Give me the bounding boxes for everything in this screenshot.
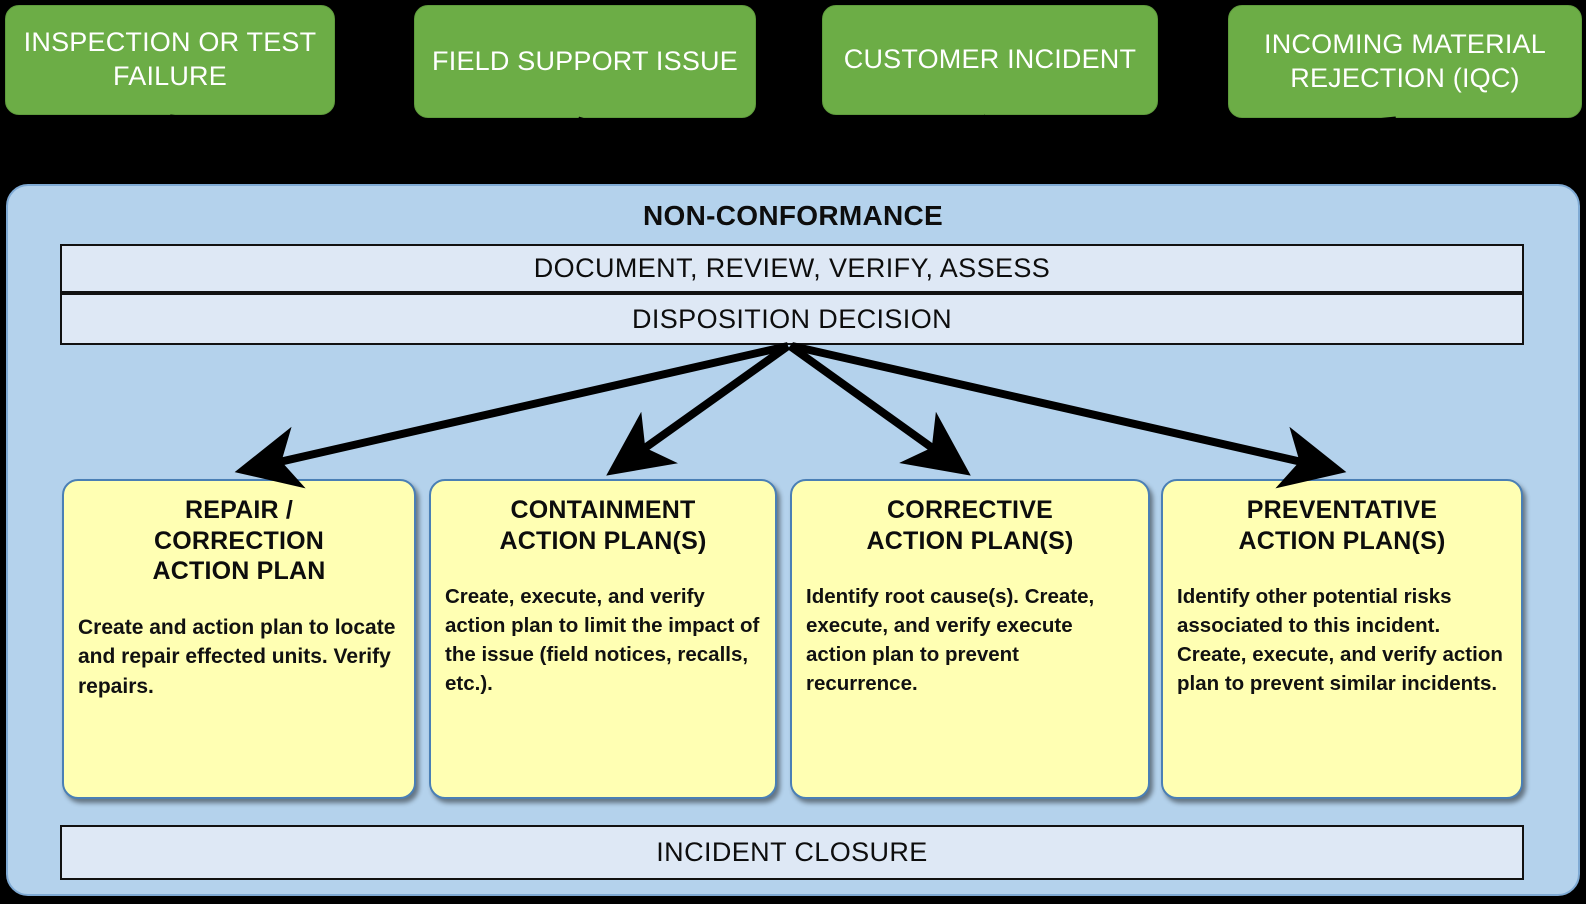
source-box-incoming-material-rejection[interactable]: INCOMING MATERIAL REJECTION (IQC)	[1228, 5, 1582, 118]
action-plan-card-repair-correction[interactable]: REPAIR / CORRECTION ACTION PLAN Create a…	[62, 479, 416, 799]
source-box-label: INSPECTION OR TEST FAILURE	[23, 27, 317, 91]
action-plan-body: Create and action plan to locate and rep…	[78, 615, 396, 699]
stage-bar-label: DOCUMENT, REVIEW, VERIFY, ASSESS	[533, 253, 1051, 283]
source-box-customer-incident[interactable]: CUSTOMER INCIDENT	[822, 5, 1158, 115]
source-box-label: INCOMING MATERIAL REJECTION (IQC)	[1264, 28, 1546, 93]
action-plan-body: Create, execute, and verify action plan …	[445, 585, 760, 696]
non-conformance-container: NON-CONFORMANCE DOCUMENT, REVIEW, VERIFY…	[6, 184, 1580, 896]
action-plan-body: Identify other potential risks associate…	[1177, 585, 1503, 696]
action-plan-title: PREVENTATIVE ACTION PLAN(S)	[1238, 496, 1446, 555]
source-box-field-support-issue[interactable]: FIELD SUPPORT ISSUE	[414, 5, 756, 118]
action-plan-title: CORRECTIVE ACTION PLAN(S)	[866, 496, 1074, 555]
action-plan-title: CONTAINMENT ACTION PLAN(S)	[499, 496, 707, 555]
stage-bar-label: DISPOSITION DECISION	[631, 303, 953, 334]
action-plan-card-preventative[interactable]: PREVENTATIVE ACTION PLAN(S) Identify oth…	[1161, 479, 1523, 799]
stage-bar-label: INCIDENT CLOSURE	[656, 837, 928, 867]
source-box-label: FIELD SUPPORT ISSUE	[432, 45, 738, 76]
stage-bar-document-review[interactable]: DOCUMENT, REVIEW, VERIFY, ASSESS	[60, 244, 1524, 293]
action-plan-card-containment[interactable]: CONTAINMENT ACTION PLAN(S) Create, execu…	[429, 479, 777, 799]
page-title: NON-CONFORMANCE	[642, 200, 944, 231]
action-plan-body: Identify root cause(s). Create, execute,…	[806, 585, 1095, 696]
stage-bar-incident-closure[interactable]: INCIDENT CLOSURE	[60, 825, 1524, 880]
action-plan-card-corrective[interactable]: CORRECTIVE ACTION PLAN(S) Identify root …	[790, 479, 1150, 799]
stage-bar-disposition-decision[interactable]: DISPOSITION DECISION	[60, 293, 1524, 345]
action-plan-title: REPAIR / CORRECTION ACTION PLAN	[152, 496, 326, 585]
source-box-label: CUSTOMER INCIDENT	[843, 44, 1137, 75]
source-box-inspection-or-test-failure[interactable]: INSPECTION OR TEST FAILURE	[5, 5, 335, 115]
